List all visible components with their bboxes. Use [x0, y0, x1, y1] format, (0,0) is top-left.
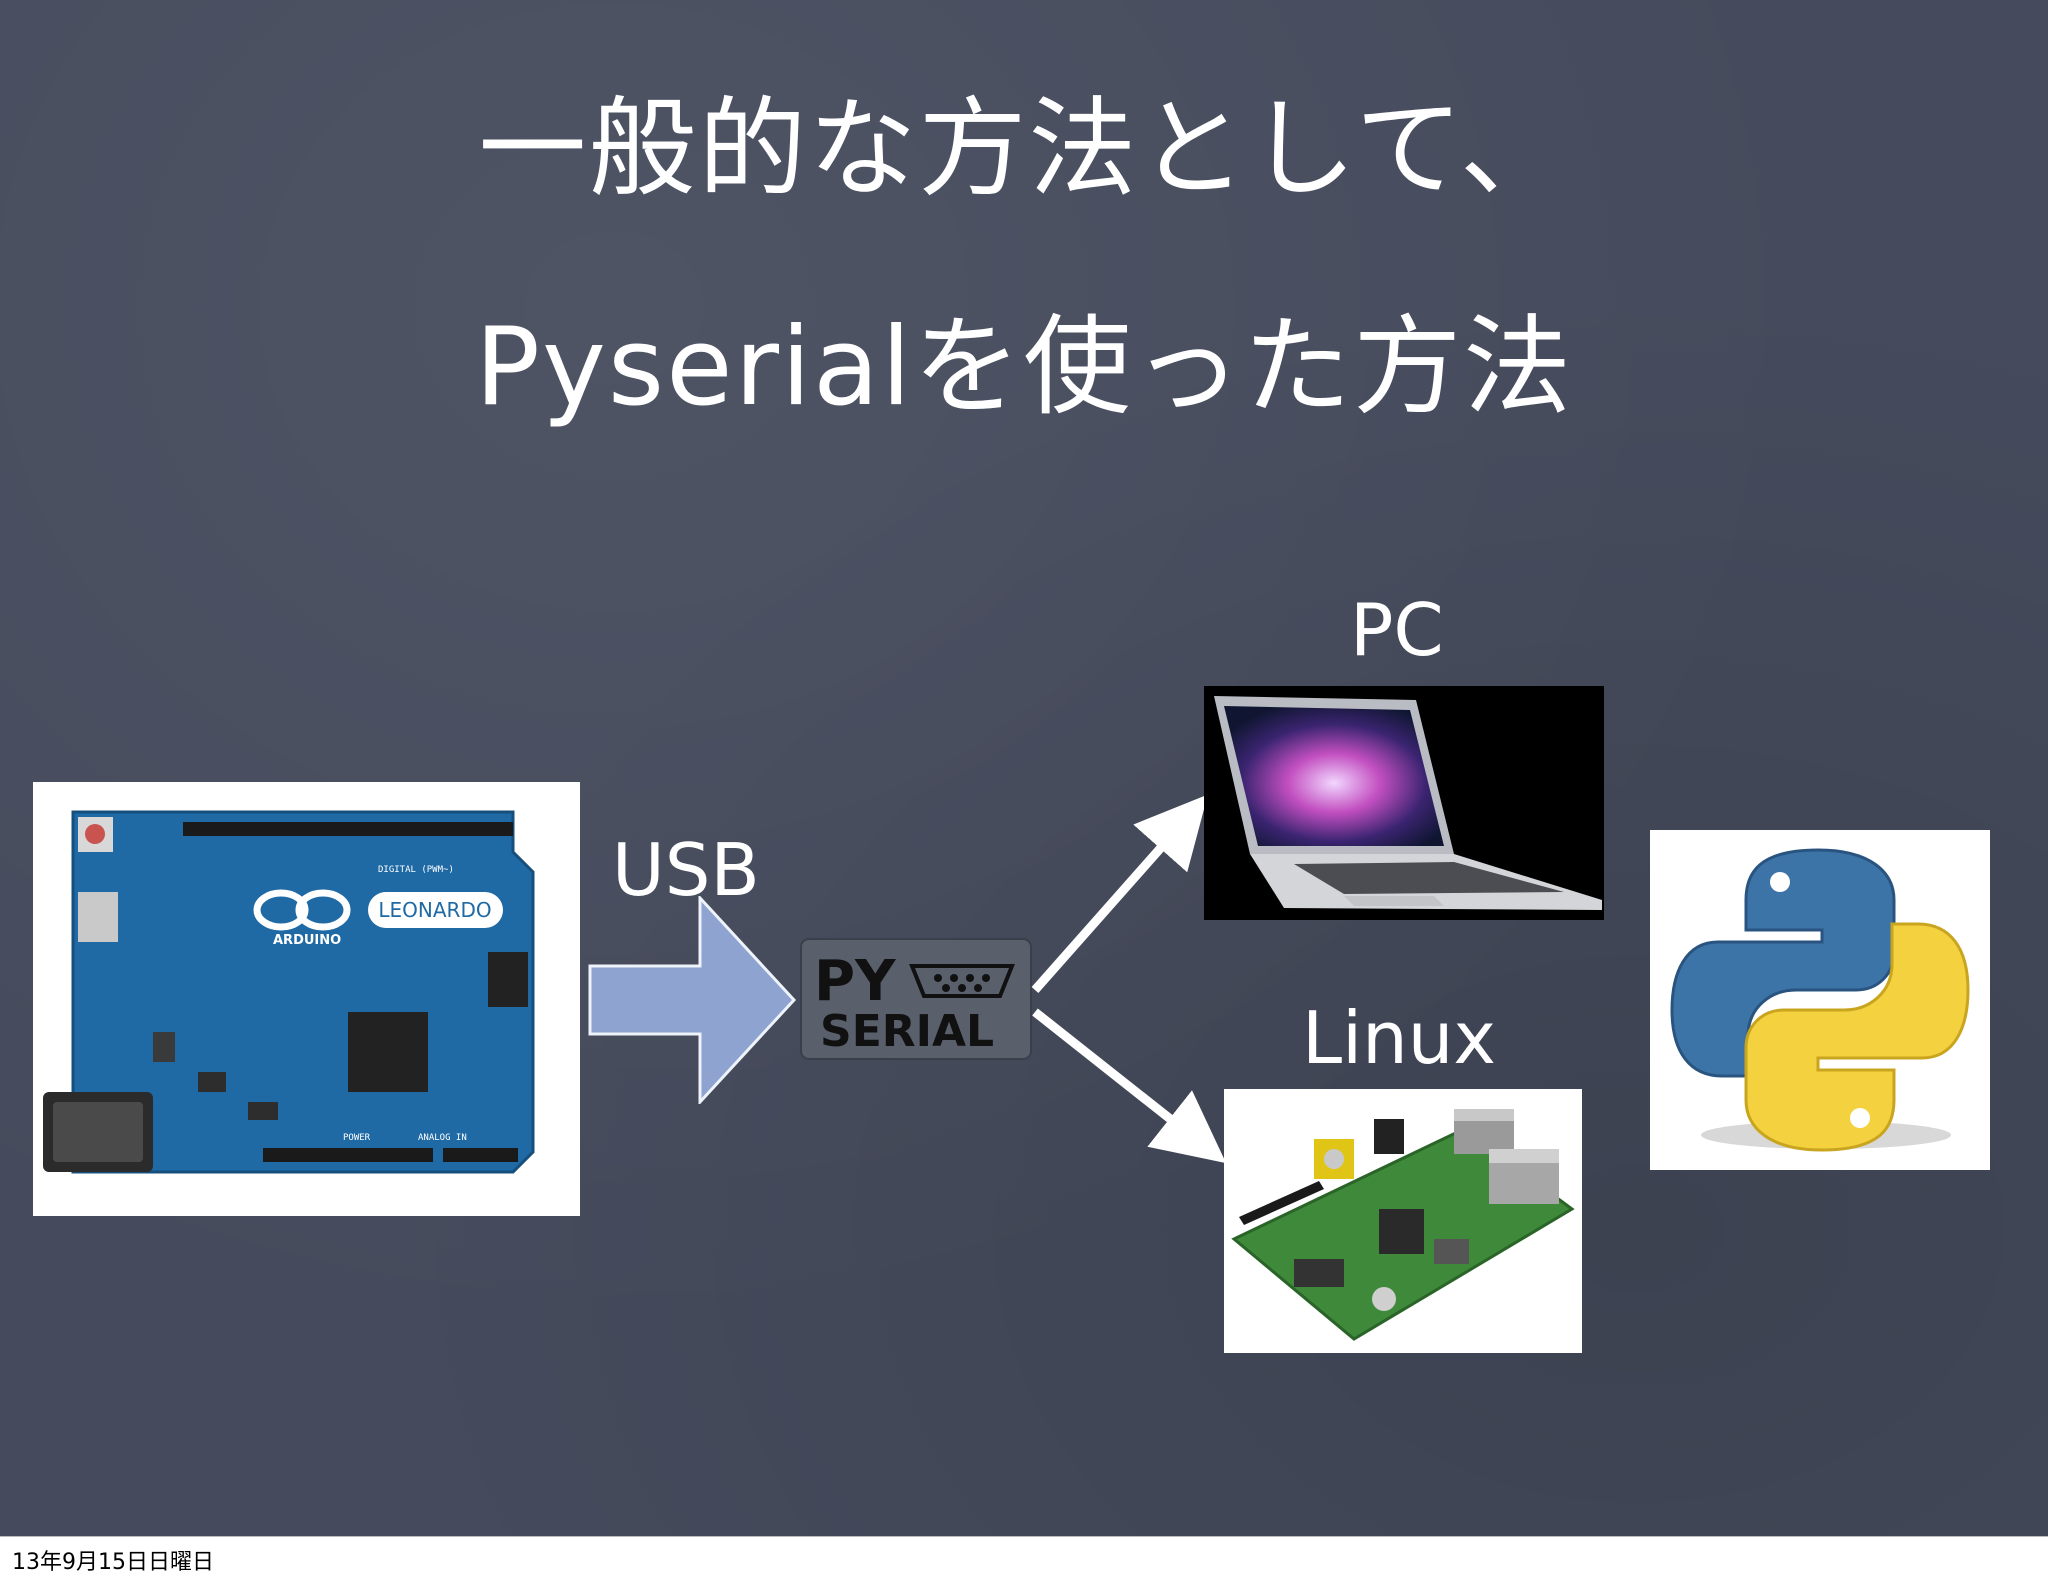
arduino-brand-label: ARDUINO: [273, 933, 341, 948]
slide-title-line1: 一般的な方法として、: [478, 87, 1570, 212]
arduino-board-drawing: LEONARDO ARDUINO DIGITAL (PWM~) POWER AN…: [33, 782, 580, 1216]
linux-label: Linux: [1302, 996, 1496, 1080]
usb-arrow: [588, 896, 797, 1104]
arrow-to-pc: [1031, 794, 1208, 993]
raspberry-pi-drawing: [1224, 1089, 1582, 1353]
python-logo-drawing: [1650, 830, 1990, 1170]
python-logo: [1650, 830, 1990, 1170]
raspberry-pi-image: [1224, 1089, 1582, 1353]
pyserial-logo-line2: SERIAL: [820, 1006, 994, 1057]
arduino-board-image: LEONARDO ARDUINO DIGITAL (PWM~) POWER AN…: [33, 782, 580, 1216]
slide-title-line2: Pyserialを使った方法: [474, 305, 1574, 430]
pyserial-logo: PY SERIAL: [800, 938, 1032, 1060]
laptop-drawing: [1204, 686, 1604, 920]
pc-label: PC: [1350, 588, 1444, 672]
usb-label: USB: [612, 828, 760, 912]
arduino-model-label: LEONARDO: [378, 898, 491, 922]
arduino-digital-label: DIGITAL (PWM~): [378, 865, 454, 875]
arrow-to-linux: [1032, 1008, 1227, 1164]
footer: 13年9月15日日曜日: [0, 1536, 2048, 1577]
pyserial-logo-drawing: PY SERIAL: [800, 938, 1032, 1060]
pc-laptop-image: [1204, 686, 1604, 920]
footer-date: 13年9月15日日曜日: [12, 1550, 214, 1575]
arduino-power-label: POWER: [343, 1133, 371, 1143]
slide: 一般的な方法として、 Pyserialを使った方法 LEONARDO ARDUI…: [0, 0, 2048, 1536]
pyserial-logo-line1: PY: [814, 949, 897, 1014]
arduino-analog-label: ANALOG IN: [418, 1133, 467, 1143]
connection-arrows: [1031, 794, 1227, 1164]
